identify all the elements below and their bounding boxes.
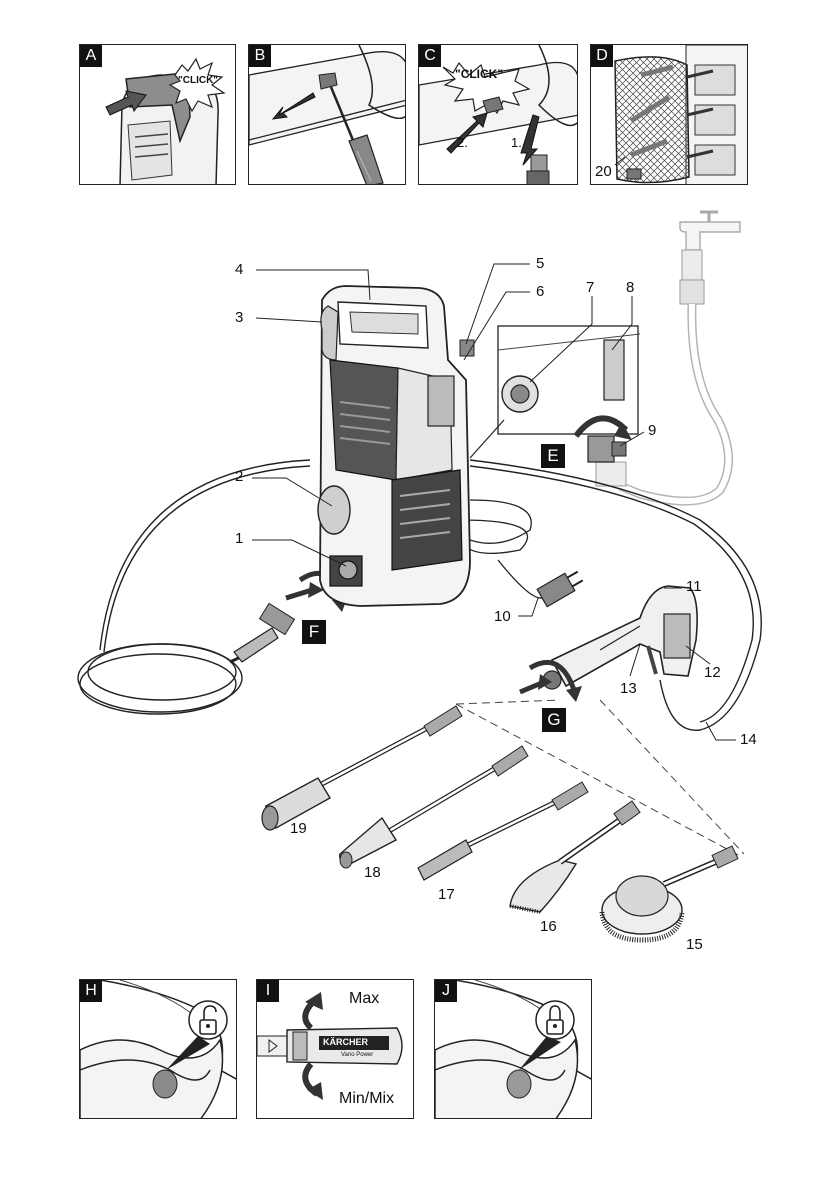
- callout-1: 1: [235, 530, 244, 547]
- panel-h-tag: H: [80, 980, 102, 1002]
- panel-b-illustration: [249, 45, 405, 184]
- panel-a-tag: A: [80, 45, 102, 67]
- panel-c-illustration: [419, 45, 577, 184]
- panel-a: A "CLICK": [79, 44, 236, 185]
- panel-d: D 20: [590, 44, 748, 185]
- action-tag-e: E: [541, 444, 565, 468]
- panel-j: J: [434, 979, 592, 1119]
- callout-5: 5: [536, 255, 545, 272]
- panel-i-max-label: Max: [349, 990, 380, 1007]
- panel-c-click-text: "CLICK": [455, 67, 504, 81]
- callout-15: 15: [686, 936, 703, 953]
- callout-17: 17: [438, 886, 455, 903]
- action-tag-f: F: [302, 620, 326, 644]
- callout-13: 13: [620, 680, 637, 697]
- callout-8: 8: [626, 279, 635, 296]
- power-plug: [536, 570, 584, 608]
- trigger-gun: [542, 585, 698, 690]
- callout-14: 14: [740, 731, 757, 748]
- panel-i-sub: Vario Power: [341, 1052, 374, 1058]
- callout-7: 7: [586, 279, 595, 296]
- callout-6: 6: [536, 283, 545, 300]
- arrow-f-push: [285, 587, 313, 601]
- callout-19: 19: [290, 820, 307, 837]
- callout-12: 12: [704, 664, 721, 681]
- panel-i-tag: I: [257, 980, 279, 1002]
- pressure-washer-body: [317, 285, 475, 607]
- panel-a-click-text: "CLICK": [178, 75, 219, 86]
- panel-c: C "CLICK" 1. 2.: [418, 44, 578, 185]
- accessory-16-wash-brush: [509, 800, 641, 914]
- callout-18: 18: [364, 864, 381, 881]
- accessory-19-vario-lance: [261, 705, 463, 831]
- panel-i-illustration: [257, 992, 403, 1100]
- callout-4: 4: [235, 261, 244, 278]
- callout-leaders: [252, 263, 736, 741]
- panel-i-min-label: Min/Mix: [339, 1090, 395, 1107]
- callout-11: 11: [686, 578, 702, 595]
- accessory-17-spray-lance: [417, 781, 589, 881]
- water-inlet-coupling-9: [587, 435, 627, 463]
- panel-a-illustration: [105, 57, 226, 184]
- callout-16: 16: [540, 918, 557, 935]
- arrow-g-rotate: [528, 659, 577, 691]
- panel-h-illustration: [80, 980, 236, 1118]
- accessory-18-dirt-blaster: [339, 745, 529, 869]
- inset-e-frame: [469, 325, 641, 459]
- panel-c-step-1: 1.: [511, 135, 522, 150]
- callout-10: 10: [494, 608, 511, 625]
- panel-c-tag: C: [419, 45, 441, 67]
- callout-3: 3: [235, 309, 244, 326]
- panel-b-tag: B: [249, 45, 271, 67]
- panel-d-illustration: [614, 45, 747, 184]
- accessory-15-rotary-brush: [599, 845, 739, 943]
- hose-connector-f: [233, 602, 296, 663]
- callout-9: 9: [648, 422, 657, 439]
- panel-i: I Max Min/Mix KÄRCHER Vario Power: [256, 979, 414, 1119]
- panel-h: H: [79, 979, 237, 1119]
- panel-i-brand: KÄRCHER: [323, 1037, 368, 1047]
- panel-j-tag: J: [435, 980, 457, 1002]
- panel-d-tag: D: [591, 45, 613, 67]
- panel-b: B: [248, 44, 406, 185]
- accessory-guide-line: [455, 699, 745, 855]
- high-pressure-hose-coil: [77, 459, 311, 715]
- action-tag-g: G: [542, 708, 566, 732]
- callout-2: 2: [235, 468, 244, 485]
- panel-c-step-2: 2.: [457, 135, 468, 150]
- panel-d-part-number: 20: [595, 163, 612, 180]
- panel-j-illustration: [435, 980, 591, 1118]
